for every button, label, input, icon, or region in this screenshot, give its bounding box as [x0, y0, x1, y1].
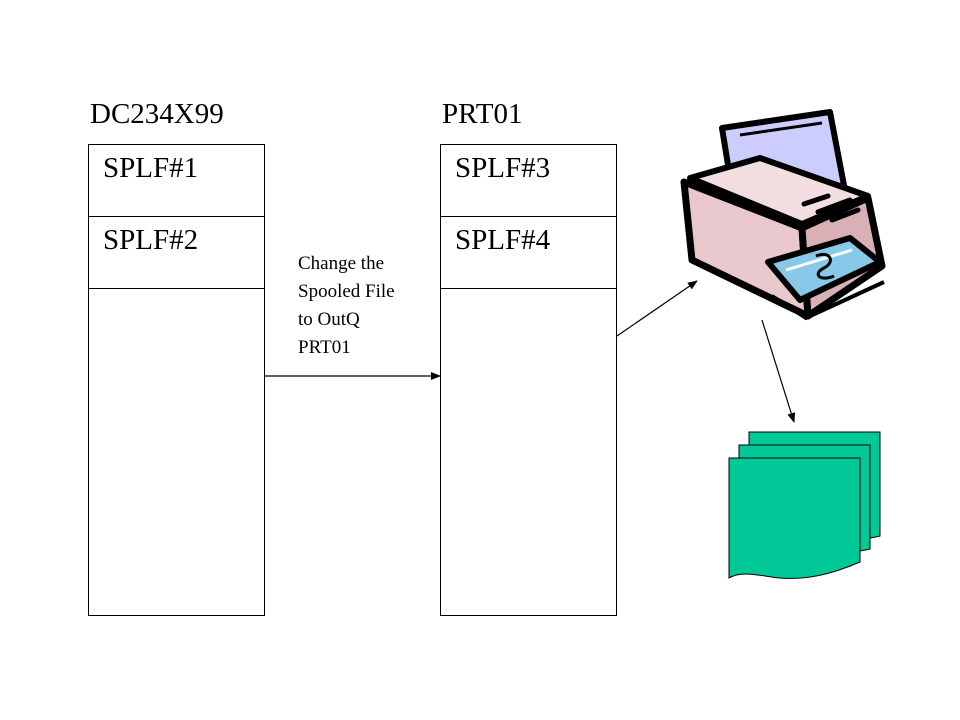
source-queue: SPLF#1 SPLF#2 [88, 144, 265, 616]
spool-file-label: SPLF#4 [455, 224, 551, 256]
target-slot-2: SPLF#4 [441, 217, 616, 289]
spool-file-label: SPLF#1 [103, 152, 199, 184]
target-queue: SPLF#3 SPLF#4 [440, 144, 617, 616]
printed-pages-icon [728, 431, 881, 579]
source-slot-1: SPLF#1 [89, 145, 264, 217]
target-slot-1: SPLF#3 [441, 145, 616, 217]
move-note: Change the Spooled File to OutQ PRT01 [298, 250, 438, 362]
move-note-line: PRT01 [298, 337, 351, 358]
spool-file-label: SPLF#2 [103, 224, 199, 256]
to-output-arrow [761, 319, 796, 423]
move-note-line: to OutQ [298, 309, 360, 330]
move-note-line: Change the [298, 253, 385, 274]
move-note-line: Spooled File [298, 281, 395, 302]
to-printer-arrow [616, 280, 698, 337]
printer-icon [680, 109, 886, 321]
source-slot-2: SPLF#2 [89, 217, 264, 289]
spool-file-label: SPLF#3 [455, 152, 551, 184]
source-queue-title: DC234X99 [90, 98, 224, 130]
target-queue-title: PRT01 [442, 98, 523, 130]
